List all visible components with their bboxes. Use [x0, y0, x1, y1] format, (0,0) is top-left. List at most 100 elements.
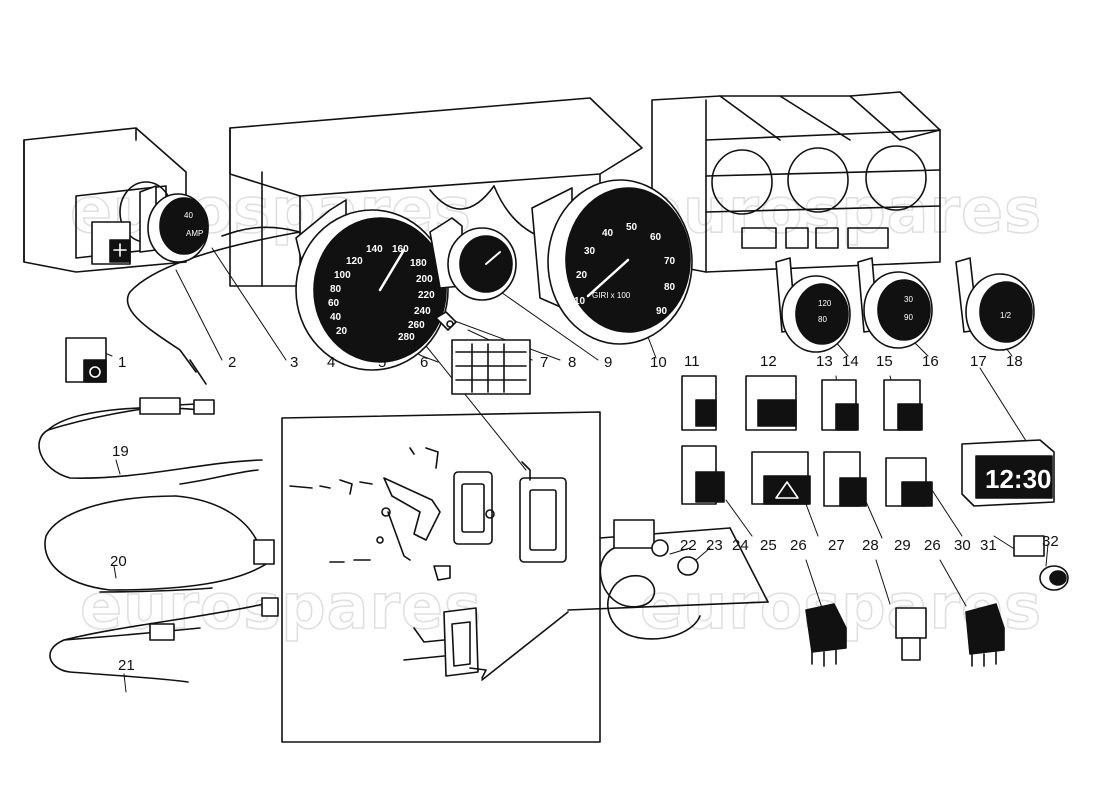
callout-13: 13: [816, 353, 833, 370]
tacho-label: 20: [576, 270, 588, 281]
part-28-switch: [895, 607, 927, 661]
tacho-label: 40: [602, 228, 614, 239]
watermark-top-right: eurospares: [640, 174, 1042, 247]
callout-12: 12: [760, 353, 777, 370]
tacho-label: 80: [664, 282, 676, 293]
callout-23: 23: [706, 537, 723, 554]
part-24-bracket: [403, 607, 487, 679]
callout-17: 17: [970, 353, 987, 370]
speedo-label: 20: [336, 326, 348, 337]
callout-20: 20: [110, 553, 127, 570]
speedo-label: 200: [416, 274, 433, 285]
temp-gauge-label: 80: [818, 315, 827, 324]
speedo-label: 220: [418, 290, 435, 301]
part-27-switch: [751, 451, 811, 505]
speedometer-dial-labels: 20 40 60 80 100 120 140 160 180 200 220 …: [328, 244, 435, 343]
callout-19: 19: [112, 443, 129, 460]
part-17-clock: [961, 439, 1055, 507]
speedo-label: 60: [328, 298, 340, 309]
callout-1: 1: [118, 354, 126, 371]
tacho-label: 60: [650, 232, 662, 243]
callout-26b: 26: [924, 537, 941, 554]
mounting-bracket-frame: [281, 411, 769, 743]
part-30-switch: [885, 457, 933, 507]
speedo-label: 40: [330, 312, 342, 323]
part-21-harness: [49, 597, 279, 683]
tacho-label: 10: [574, 296, 586, 307]
tacho-label: 30: [584, 246, 596, 257]
tacho-label: 70: [664, 256, 676, 267]
callout-25: 25: [760, 537, 777, 554]
part-23-bulb: [677, 556, 699, 576]
callout-10: 10: [650, 354, 667, 371]
callout-21: 21: [118, 657, 135, 674]
part-9-gauge: [429, 217, 517, 301]
part-26-switch-right: [965, 603, 1005, 667]
speedo-label: 240: [414, 306, 431, 317]
part-31-connector: [1013, 535, 1045, 557]
speedo-label: 120: [346, 256, 363, 267]
part-1-switch-upper: [91, 221, 131, 265]
callout-5: 5: [378, 354, 386, 371]
callout-15: 15: [876, 353, 893, 370]
fuel-gauge-label: 1/2: [1000, 311, 1012, 320]
ammeter-label: 40: [184, 211, 193, 220]
oil-gauge-label: 90: [904, 313, 913, 322]
part-29-switch: [823, 451, 867, 507]
tacho-legend: GIRI x 100: [592, 291, 631, 300]
callout-11: 11: [684, 353, 700, 370]
callout-labels: 1 2 3 4 5 6 7 8 9 10 11 12 13 14 15 16 1…: [110, 353, 1059, 674]
part-18-gauge: [955, 257, 1035, 351]
part-11-switch: [681, 375, 717, 431]
callout-30: 30: [954, 537, 971, 554]
ammeter-label: AMP: [186, 229, 203, 238]
part-7-warning-panel: [451, 339, 531, 395]
callout-2: 2: [228, 354, 236, 371]
oil-gauge-label: 30: [904, 295, 913, 304]
callout-24: 24: [732, 537, 749, 554]
part-8-bulb-holder: [435, 311, 457, 331]
part-25-switch: [681, 445, 725, 505]
callout-31: 31: [980, 537, 997, 554]
speedo-label: 140: [366, 244, 383, 255]
part-19-harness: [38, 397, 263, 485]
callout-26: 26: [790, 537, 807, 554]
speedo-label: 260: [408, 320, 425, 331]
callout-3: 3: [290, 354, 298, 371]
clock-time: 12:30: [985, 464, 1052, 494]
callout-16: 16: [922, 353, 939, 370]
temp-gauge-label: 120: [818, 299, 832, 308]
part-14-gauge: [775, 257, 851, 353]
part-4-bezel-assembly: [289, 447, 567, 581]
callout-28: 28: [862, 537, 879, 554]
part-3-ammeter: [139, 185, 209, 263]
part-12-switch: [745, 375, 797, 431]
callout-22: 22: [680, 537, 697, 554]
part-10-tachometer: [531, 179, 693, 345]
callout-14: 14: [842, 353, 859, 370]
speedo-label: 160: [392, 244, 409, 255]
small-gauge-labels: 40 AMP 120 80 30 90 1/2: [184, 211, 1012, 324]
part-13-switch: [821, 379, 859, 431]
callout-8: 8: [568, 354, 576, 371]
part-1-switch: [65, 337, 107, 383]
callout-4: 4: [327, 354, 335, 371]
tachometer-dial-labels: 10 20 30 40 50 60 70 80 90 GIRI x 100: [574, 222, 676, 317]
part-15-switch: [883, 379, 923, 431]
part-6-speedometer: [295, 199, 449, 371]
callout-6: 6: [420, 354, 428, 371]
part-20-harness: [44, 495, 275, 593]
speedo-label: 180: [410, 258, 427, 269]
tacho-label: 50: [626, 222, 638, 233]
speedo-label: 280: [398, 332, 415, 343]
callout-27: 27: [828, 537, 845, 554]
speedo-label: 80: [330, 284, 342, 295]
callout-9: 9: [604, 354, 612, 371]
part-22-lamp-assembly: [599, 519, 701, 640]
part-16-gauge: [857, 257, 933, 349]
tacho-label: 90: [656, 306, 668, 317]
callout-32: 32: [1042, 533, 1059, 550]
part-32-knob: [1039, 565, 1069, 591]
callout-29: 29: [894, 537, 911, 554]
